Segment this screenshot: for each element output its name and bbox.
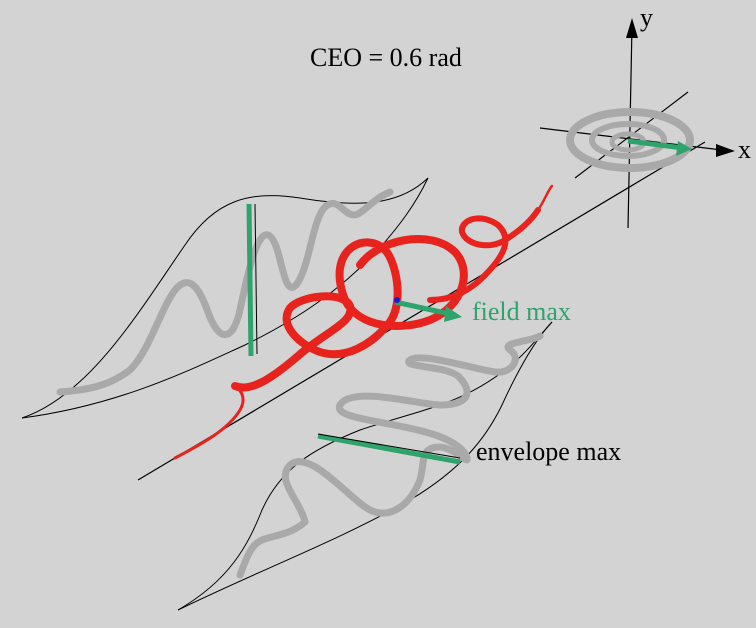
outer-ring <box>566 108 694 172</box>
field-max-origin-dot <box>394 297 400 303</box>
propagation-axis <box>137 141 706 481</box>
x-projection-envelope-left <box>177 321 553 611</box>
middle-ring <box>589 121 667 159</box>
envelope-max-label: envelope max <box>476 437 621 466</box>
field-helix-loop-3 <box>427 207 541 303</box>
y-projection-max-marker-edge <box>254 203 258 355</box>
x-projection-panel <box>177 321 553 611</box>
y-projection-panel <box>21 177 429 419</box>
x-projection-max-marker-edge <box>317 433 461 459</box>
x-axis-arrowhead <box>716 144 735 157</box>
y-projection-envelope-lower <box>21 177 429 419</box>
ceo-title: CEO = 0.6 rad <box>310 43 462 72</box>
y-projection-field-trace <box>56 188 394 396</box>
transverse-field-rings <box>566 108 694 172</box>
field-helix-loop-1 <box>231 292 394 392</box>
field-max-vector <box>394 297 462 322</box>
y-axis-arrowhead <box>626 18 638 38</box>
field-max-arrowhead <box>444 306 462 322</box>
y-projection-envelope-upper <box>21 177 429 419</box>
field-helix <box>173 184 554 460</box>
y-axis-label: y <box>640 3 653 32</box>
y-projection-max-marker <box>246 203 254 357</box>
x-axis-label: x <box>738 135 751 164</box>
x-projection-max-marker <box>317 433 461 465</box>
x-projection-field-trace <box>236 332 544 579</box>
field-max-arrow-shaft <box>394 299 451 317</box>
transverse-max-arrowhead <box>676 141 692 156</box>
field-helix-loop-2 <box>335 234 468 330</box>
transverse-max-marker <box>627 138 684 151</box>
field-helix-lead <box>536 184 554 212</box>
field-max-label: field max <box>472 297 571 326</box>
field-helix-tail <box>173 384 245 460</box>
x-projection-envelope-right <box>177 321 553 611</box>
